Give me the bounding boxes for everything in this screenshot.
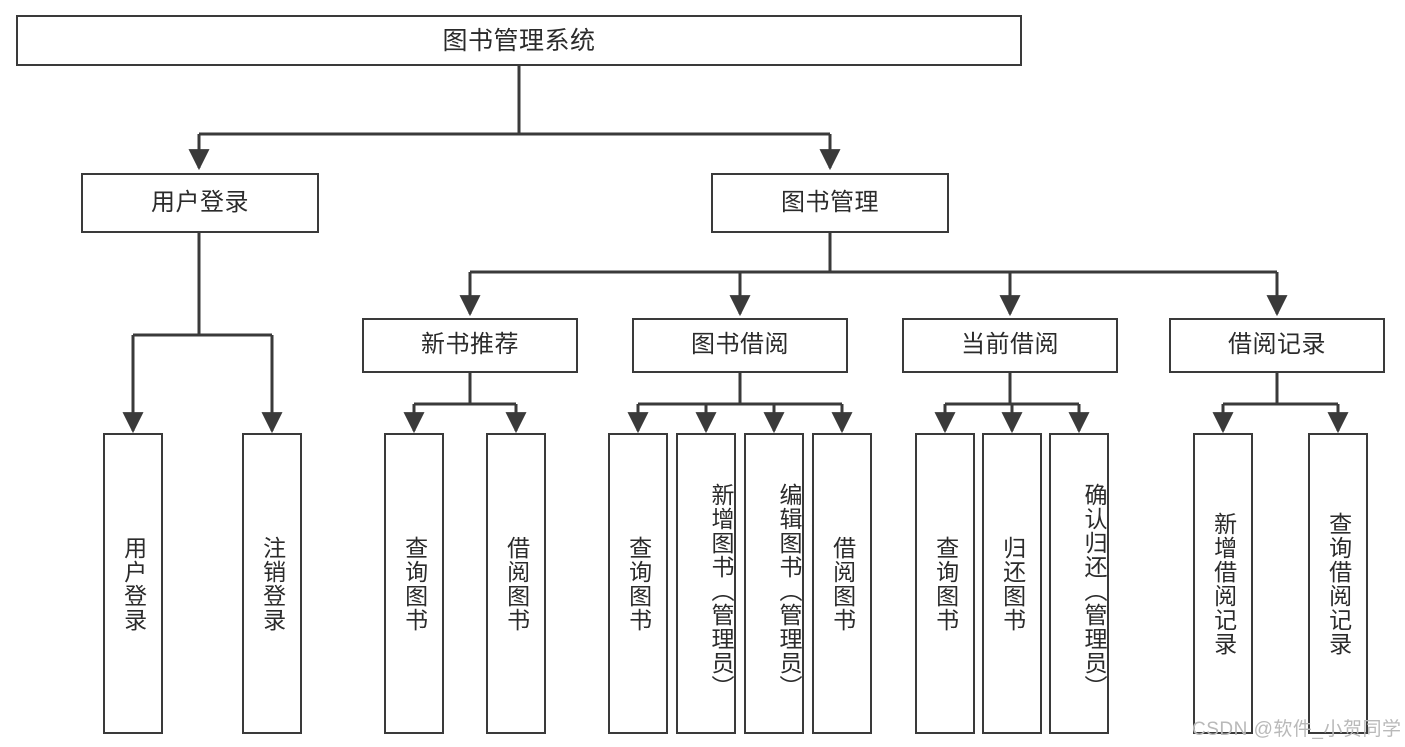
leaf-recommend-borrow-book[interactable]: 借阅图书 <box>486 433 546 734</box>
node-current-borrow[interactable]: 当前借阅 <box>902 318 1118 373</box>
leaf-record-query-record[interactable]: 查询借阅记录 <box>1308 433 1368 734</box>
node-root-system[interactable]: 图书管理系统 <box>16 15 1022 66</box>
leaf-recommend-query-book[interactable]: 查询图书 <box>384 433 444 734</box>
leaf-user-login-signout[interactable]: 注销登录 <box>242 433 302 734</box>
node-borrow-record[interactable]: 借阅记录 <box>1169 318 1385 373</box>
node-user-login[interactable]: 用户登录 <box>81 173 319 233</box>
node-book-borrow[interactable]: 图书借阅 <box>632 318 848 373</box>
leaf-record-add-record[interactable]: 新增借阅记录 <box>1193 433 1253 734</box>
leaf-current-confirm-return-admin[interactable]: 确认归还（管理员） <box>1049 433 1109 734</box>
leaf-user-login-signin[interactable]: 用户登录 <box>103 433 163 734</box>
leaf-current-query-book[interactable]: 查询图书 <box>915 433 975 734</box>
node-new-book-recommend[interactable]: 新书推荐 <box>362 318 578 373</box>
leaf-borrow-borrow-book[interactable]: 借阅图书 <box>812 433 872 734</box>
node-book-management[interactable]: 图书管理 <box>711 173 949 233</box>
csdn-watermark: CSDN @软件_小贺同学 <box>1192 719 1402 740</box>
leaf-borrow-query-book[interactable]: 查询图书 <box>608 433 668 734</box>
leaf-borrow-edit-book-admin[interactable]: 编辑图书（管理员） <box>744 433 804 734</box>
leaf-current-return-book[interactable]: 归还图书 <box>982 433 1042 734</box>
leaf-borrow-add-book-admin[interactable]: 新增图书（管理员） <box>676 433 736 734</box>
